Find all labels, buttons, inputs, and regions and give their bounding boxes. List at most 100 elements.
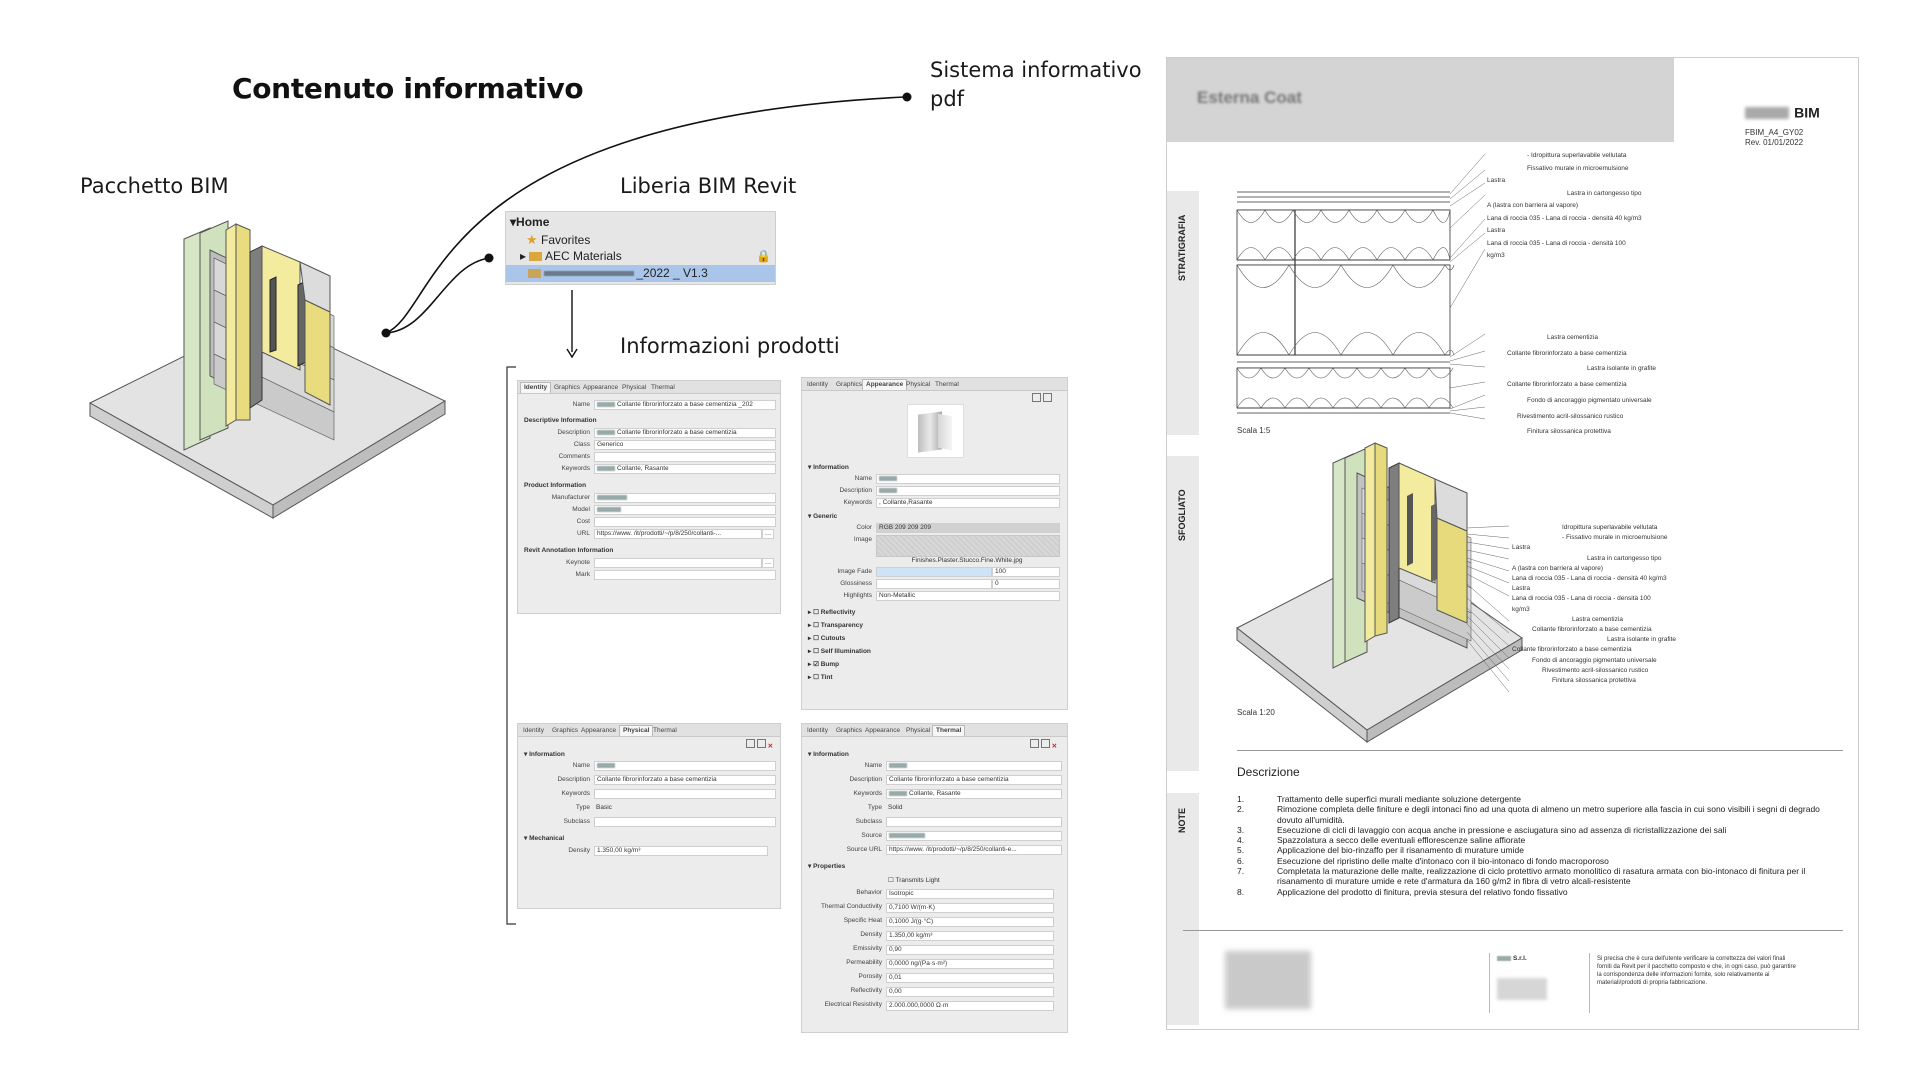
class-select[interactable]: Generico (594, 440, 776, 450)
image-filename: Finishes.Plaster.Stucco.Fine.White.jpg (911, 557, 1023, 564)
image-texture-field[interactable] (876, 535, 1060, 557)
section-self-illumination[interactable]: ▸ ☐ Self Illumination (808, 648, 871, 655)
description-field[interactable]: Collante fibrorinforzato a base cementiz… (594, 428, 776, 438)
tab-graphics[interactable]: Graphics (552, 727, 579, 734)
keywords-field[interactable]: Collante, Rasante (886, 789, 1062, 799)
subclass-field[interactable] (594, 817, 776, 827)
keynote-field[interactable] (594, 558, 762, 568)
delete-icon[interactable]: ✕ (1051, 743, 1058, 750)
subclass-field[interactable] (886, 817, 1062, 827)
color-field[interactable]: RGB 209 209 209 (876, 523, 1060, 533)
footer-separator (1589, 953, 1590, 1013)
duplicate-icon[interactable] (1030, 739, 1039, 748)
step-item: 4.Spazzolatura a secco delle eventuali e… (1237, 835, 1526, 846)
url-browse-button[interactable]: … (762, 529, 774, 539)
tab-thermal[interactable]: Thermal (935, 381, 959, 388)
section-cutouts[interactable]: ▸ ☐ Cutouts (808, 635, 846, 642)
tab-graphics[interactable]: Graphics (554, 384, 581, 391)
step-item: 3.Esecuzione di cicli di lavaggio con ac… (1237, 824, 1727, 835)
tab-physical[interactable]: Physical (619, 725, 654, 736)
side-tab-note: NOTE (1167, 793, 1199, 1025)
tree-library-item[interactable]: _2022 _ V1.3 (506, 265, 775, 282)
name-field[interactable] (886, 761, 1062, 771)
properties-header: ▾ Properties (808, 863, 846, 870)
thermal-panel: Identity Graphics Appearance Physical Th… (801, 723, 1068, 1033)
copy-icon[interactable] (756, 739, 766, 748)
duplicate-icon[interactable] (746, 739, 755, 748)
description-field[interactable]: Collante fibrorinforzato a base cementiz… (594, 775, 776, 785)
description-label: Description (849, 776, 882, 783)
pdf-system-label: Sistema informativo pdf (930, 58, 1142, 111)
descriptive-header: Descriptive Information (524, 417, 597, 424)
section-bump[interactable]: ▸ ☑ Bump (808, 661, 840, 668)
pdf-sheet: Esterna Coat BIM FBIM_A4_GY02 Rev. 01/01… (1166, 57, 1859, 1030)
step-item: 5.Applicazione del bio-rinzaffo per il r… (1237, 845, 1524, 856)
tab-physical[interactable]: Physical (906, 381, 931, 388)
keywords-label: Keywords (561, 465, 590, 472)
mark-field[interactable] (594, 570, 776, 580)
tree-aec-materials[interactable]: ▸AEC Materials (520, 249, 622, 263)
cost-field[interactable] (594, 517, 776, 527)
keywords-field[interactable]: Collante, Rasante (594, 464, 776, 474)
model-field[interactable] (594, 505, 776, 515)
tab-physical[interactable]: Physical (906, 727, 931, 734)
name-label: Name (854, 475, 872, 482)
comments-field[interactable] (594, 452, 776, 462)
tab-thermal[interactable]: Thermal (932, 725, 966, 736)
density-label: Density (568, 847, 590, 854)
page-title: Contenuto informativo (232, 72, 584, 105)
section-transparency[interactable]: ▸ ☐ Transparency (808, 622, 863, 629)
tab-identity[interactable]: Identity (523, 727, 544, 734)
color-label: Color (856, 524, 872, 531)
image-fade-value[interactable]: 100 (992, 567, 1060, 577)
keywords-field[interactable] (594, 789, 776, 799)
description-label: Description (557, 429, 590, 436)
tree-favorites[interactable]: ★ Favorites (526, 232, 591, 247)
physical-info-header: ▾ Information (524, 751, 565, 758)
sheet-revision: Rev. 01/01/2022 (1745, 138, 1804, 147)
material-preview-image[interactable] (907, 404, 964, 458)
transmits-light-checkbox[interactable]: ☐ Transmits Light (888, 877, 940, 884)
density-field[interactable]: 1.350,00 kg/m³ (594, 846, 768, 856)
keywords-field[interactable]: , Collante,Rasante (876, 498, 1060, 508)
tab-physical[interactable]: Physical (622, 384, 647, 391)
highlights-select[interactable]: Non-Metallic (876, 591, 1060, 601)
glossiness-value[interactable]: 0 (992, 579, 1060, 589)
duplicate-icon[interactable] (1032, 393, 1041, 402)
tab-identity[interactable]: Identity (807, 381, 828, 388)
blurred-address (1497, 978, 1547, 1000)
name-field[interactable] (594, 761, 776, 771)
stratigraphy-section-drawing (1236, 153, 1486, 420)
tab-graphics[interactable]: Graphics (836, 727, 863, 734)
tree-home[interactable]: ▾Home (510, 215, 550, 229)
tab-identity[interactable]: Identity (807, 727, 828, 734)
description-field[interactable]: Collante fibrorinforzato a base cementiz… (886, 775, 1062, 785)
source-field[interactable] (886, 831, 1062, 841)
image-fade-slider[interactable] (876, 567, 992, 577)
description-field[interactable] (876, 486, 1060, 496)
step-item: 2.Rimozione completa delle finiture e de… (1237, 804, 1820, 825)
copy-icon[interactable] (1042, 393, 1052, 402)
tab-identity[interactable]: Identity (520, 382, 552, 393)
section-tint[interactable]: ▸ ☐ Tint (808, 674, 833, 681)
tab-thermal[interactable]: Thermal (653, 727, 677, 734)
keynote-browse-button[interactable]: … (762, 558, 774, 568)
glossiness-slider[interactable] (876, 579, 992, 589)
tab-appearance[interactable]: Appearance (581, 727, 617, 734)
name-field[interactable]: Collante fibrorinforzato a base cementiz… (594, 400, 776, 410)
tab-thermal[interactable]: Thermal (651, 384, 675, 391)
name-field[interactable] (876, 474, 1060, 484)
tab-appearance[interactable]: Appearance (862, 379, 908, 390)
section-reflectivity[interactable]: ▸ ☐ Reflectivity (808, 609, 856, 616)
copy-icon[interactable] (1040, 739, 1050, 748)
manufacturer-field[interactable] (594, 493, 776, 503)
source-url-field[interactable]: https://www. /it/prodotti/~/p/8/250/coll… (886, 845, 1062, 855)
tab-appearance[interactable]: Appearance (583, 384, 619, 391)
description-label: Description (839, 487, 872, 494)
tab-graphics[interactable]: Graphics (836, 381, 863, 388)
delete-icon[interactable]: ✕ (767, 743, 774, 750)
image-fade-label: Image Fade (837, 568, 872, 575)
url-field[interactable]: https://www. /it/prodotti/~/p/8/250/coll… (594, 529, 762, 539)
tab-appearance[interactable]: Appearance (865, 727, 901, 734)
